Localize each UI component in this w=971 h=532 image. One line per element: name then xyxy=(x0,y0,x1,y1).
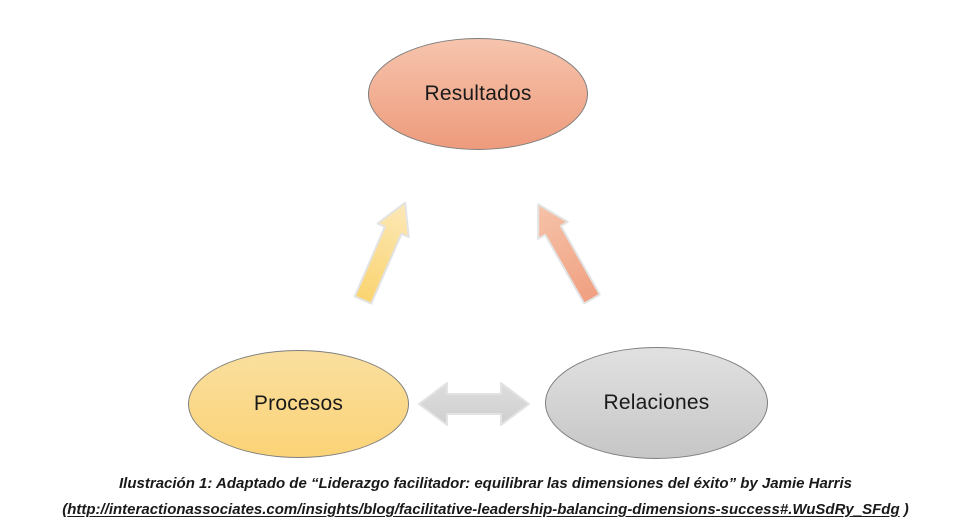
caption: Ilustración 1: Adaptado de “Liderazgo fa… xyxy=(0,471,971,523)
caption-paren-close: ) xyxy=(899,501,909,518)
node-procesos: Procesos xyxy=(188,350,409,458)
node-resultados-label: Resultados xyxy=(424,82,532,105)
node-relaciones: Relaciones xyxy=(545,347,768,459)
arrow-procesos-to-resultados-shape xyxy=(353,201,410,305)
node-resultados: Resultados xyxy=(368,38,588,150)
arrow-procesos-to-resultados xyxy=(353,201,410,305)
arrow-procesos-relaciones-shape xyxy=(418,382,530,426)
arrow-relaciones-to-resultados-shape xyxy=(537,203,601,305)
caption-paren-open: ( xyxy=(62,501,68,518)
node-procesos-label: Procesos xyxy=(253,392,344,415)
caption-line1: Ilustración 1: Adaptado de “Liderazgo fa… xyxy=(119,475,852,492)
arrow-relaciones-to-resultados xyxy=(537,203,601,305)
node-relaciones-label: Relaciones xyxy=(603,391,710,414)
caption-line2: (http://interactionassociates.com/insigh… xyxy=(0,497,971,523)
caption-url-link[interactable]: http://interactionassociates.com/insight… xyxy=(67,501,900,518)
